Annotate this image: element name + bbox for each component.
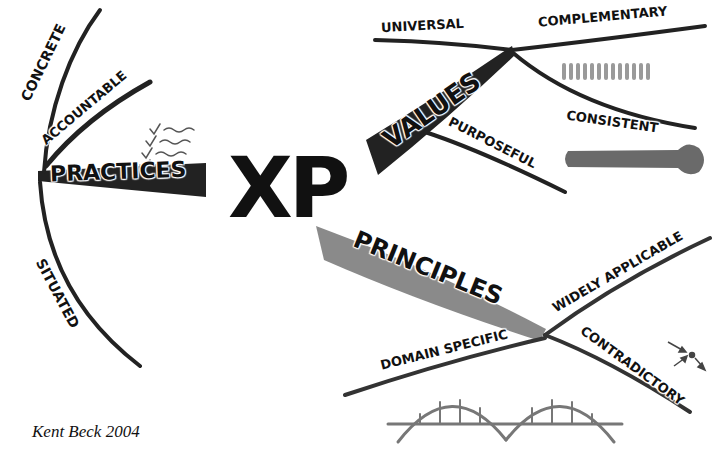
converging-arrows-icon xyxy=(668,342,705,370)
signature: Kent Beck 2004 xyxy=(32,423,140,442)
widely-applicable-branch xyxy=(545,238,710,335)
branch-label: COMPLEMENTARY xyxy=(538,4,668,30)
category-heading: PRACTICES xyxy=(50,158,187,187)
branch-label: UNIVERSAL xyxy=(380,17,464,36)
bone-icon xyxy=(565,144,704,174)
category-heading: VALUES xyxy=(378,66,486,154)
comb-icon xyxy=(562,63,650,80)
principles-stroke xyxy=(316,226,546,341)
bridge-icon xyxy=(388,400,622,442)
branch-label: CONTRADICTORY xyxy=(578,324,687,409)
values-stroke xyxy=(366,46,515,175)
branch-label: WIDELY APPLICABLE xyxy=(550,229,685,315)
branch-label: ACCOUNTABLE xyxy=(38,68,129,147)
branch-label: CONSISTENT xyxy=(565,109,659,136)
central-title: XP xyxy=(228,142,346,234)
universal-branch xyxy=(375,40,512,50)
